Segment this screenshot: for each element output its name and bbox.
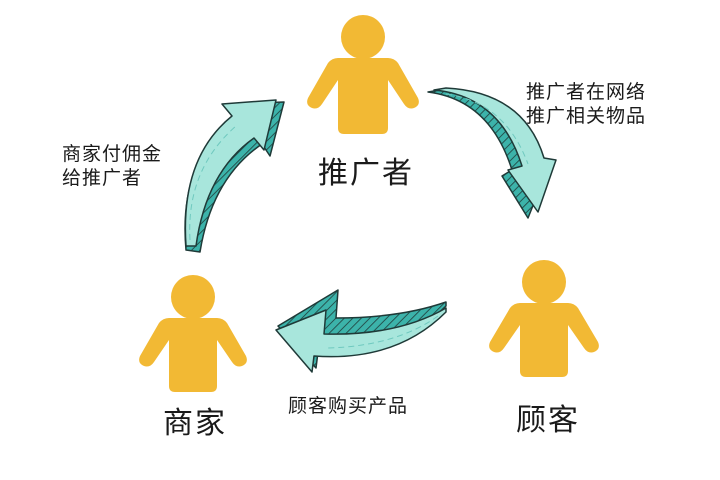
edge-label-line: 顾客购买产品 [288,395,409,417]
node-label-promoter: 推广者 [318,156,414,191]
arrow-customer-to-merchant [275,289,447,373]
edge-label-promoter-to-customer: 推广者在网络 推广相关物品 [526,80,646,128]
edge-label-customer-to-merchant: 顾客购买产品 [288,394,408,418]
edge-label-merchant-to-promoter: 商家付佣金 给推广者 [62,142,162,190]
arrow-promoter-to-customer [427,87,557,219]
person-icon-promoter [307,15,419,134]
arrow-merchant-to-promoter [184,99,285,253]
person-icon-merchant [139,275,247,392]
edge-label-line: 推广者在网络 [526,81,647,103]
node-label-merchant: 商家 [163,406,227,441]
edge-label-line: 推广相关物品 [526,105,647,127]
edge-label-line: 商家付佣金 [62,143,163,165]
node-label-customer: 顾客 [516,403,580,438]
edge-label-line: 给推广者 [62,167,143,189]
person-icon-customer [489,260,599,377]
